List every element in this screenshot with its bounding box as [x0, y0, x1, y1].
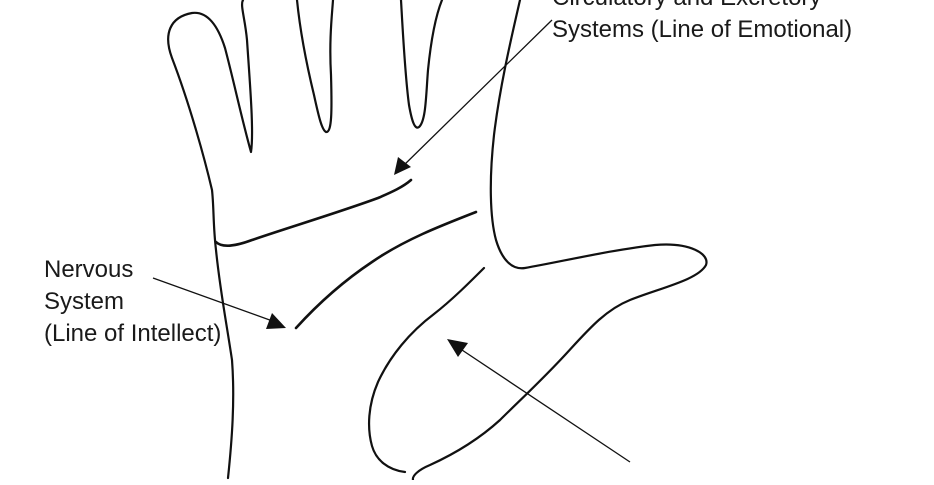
nervous-label: Nervous System (Line of Intellect) — [44, 254, 221, 350]
nervous-arrowhead — [266, 313, 286, 329]
bottom-pointer-line — [455, 345, 631, 463]
finger-ring — [399, 0, 444, 129]
circulatory-label-line-2: Systems (Line of Emotional) — [552, 16, 853, 43]
hand-outline — [167, 0, 254, 480]
nervous-pointer-line — [152, 277, 279, 324]
thumb-crease — [368, 266, 486, 474]
circulatory-label: Circulatory and Excretory Systems (Line … — [552, 0, 852, 46]
nervous-label-line-1: Nervous — [44, 256, 134, 283]
finger-middle — [295, 0, 335, 134]
heart-line — [214, 178, 413, 247]
bottom-arrowhead — [447, 339, 468, 357]
circulatory-arrowhead — [394, 157, 411, 175]
circulatory-label-line-1: Circulatory and Excretory — [552, 0, 852, 14]
nervous-label-line-2: System — [44, 288, 125, 315]
head-line — [294, 210, 478, 330]
nervous-label-line-3: (Line of Intellect) — [44, 320, 222, 347]
hand-right-edge — [411, 0, 708, 482]
circulatory-pointer-line — [400, 19, 553, 169]
